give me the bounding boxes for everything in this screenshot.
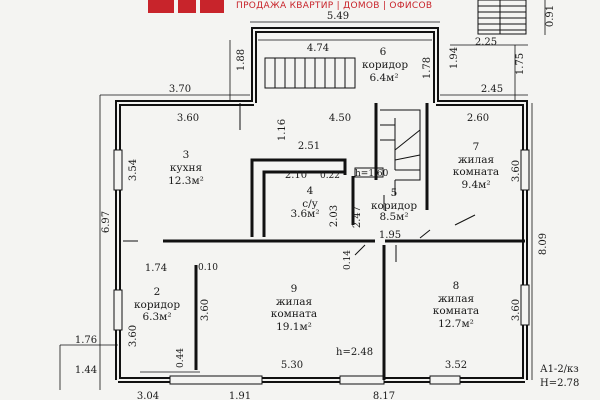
markers bbox=[354, 167, 385, 210]
dim-175: 1.75 bbox=[515, 53, 526, 75]
room-2-name: коридор bbox=[134, 299, 180, 311]
dim-225: 2.25 bbox=[475, 37, 497, 48]
stairs-exterior bbox=[477, 0, 527, 35]
dim-697: 6.97 bbox=[101, 211, 112, 233]
room-4-number: 4 bbox=[307, 185, 314, 197]
dimension-labels: 5.49 4.74 1.88 1.78 1.94 2.25 1.75 0.91 … bbox=[75, 5, 556, 400]
room-5-area: 8.5м² bbox=[379, 211, 408, 223]
dim-210: 2.10 bbox=[285, 170, 307, 181]
room-7-name-line2: комната bbox=[453, 166, 499, 178]
dim-014: 0.14 bbox=[343, 250, 353, 270]
dim-194: 1.94 bbox=[449, 47, 460, 69]
interior-walls bbox=[163, 103, 525, 380]
room-4-area: 3.6м² bbox=[290, 208, 319, 220]
windows bbox=[113, 149, 530, 385]
dim-474: 4.74 bbox=[307, 43, 329, 54]
room-5-name: коридор bbox=[371, 200, 417, 212]
room-3-name: кухня bbox=[170, 162, 203, 174]
dim-251: 2.51 bbox=[298, 141, 320, 152]
dim-360-r7: 3.60 bbox=[511, 160, 522, 182]
room-7-area: 9.4м² bbox=[461, 179, 490, 191]
ceiling-height: Н=2.78 bbox=[540, 378, 579, 389]
room-3-area: 12.3м² bbox=[168, 175, 204, 187]
dim-144: 1.44 bbox=[75, 365, 97, 376]
room-height: h=2.48 bbox=[336, 347, 373, 358]
dim-174: 1.74 bbox=[145, 263, 167, 274]
dim-354: 3.54 bbox=[128, 159, 139, 181]
dim-450: 4.50 bbox=[329, 113, 351, 124]
dim-360-c2: 3.60 bbox=[128, 325, 139, 347]
dim-010: 0.10 bbox=[198, 263, 218, 273]
room-9-name-line2: комната bbox=[271, 308, 317, 320]
dim-191: 1.91 bbox=[229, 391, 251, 400]
dim-304: 3.04 bbox=[137, 391, 159, 400]
room-3-number: 3 bbox=[183, 149, 190, 161]
room-8-name-line2: комната bbox=[433, 305, 479, 317]
dim-360-r9: 3.60 bbox=[200, 299, 211, 321]
dim-044: 0.44 bbox=[176, 348, 186, 368]
dim-260: 2.60 bbox=[467, 113, 489, 124]
stairs-spiral bbox=[380, 109, 421, 195]
dim-247: 2.47 bbox=[352, 206, 363, 228]
dim-203: 2.03 bbox=[329, 205, 340, 227]
room-4-name: с/у bbox=[302, 198, 318, 210]
dim-370: 3.70 bbox=[169, 84, 191, 95]
room-labels: 6 коридор 6.4м² 3 кухня 12.3м² 4 с/у 3.6… bbox=[134, 46, 499, 333]
room-2-number: 2 bbox=[154, 286, 161, 298]
room-7-name-line1: жилая bbox=[458, 154, 495, 166]
dim-022: 0.22 bbox=[320, 171, 340, 181]
dim-809: 8.09 bbox=[538, 233, 549, 255]
room-8-number: 8 bbox=[453, 280, 460, 292]
stair-height: h=1.60 bbox=[355, 169, 389, 179]
dim-091: 0.91 bbox=[545, 5, 556, 27]
dim-176: 1.76 bbox=[75, 335, 97, 346]
plan-code: А1-2/кз bbox=[540, 364, 579, 375]
room-6-area: 6.4м² bbox=[369, 72, 398, 84]
dim-116: 1.16 bbox=[277, 119, 288, 141]
dim-549: 5.49 bbox=[327, 11, 349, 22]
dim-360-r8: 3.60 bbox=[511, 299, 522, 321]
door-swings bbox=[123, 103, 476, 262]
dim-530: 5.30 bbox=[281, 360, 303, 371]
room-9-area: 19.1м² bbox=[276, 321, 312, 333]
room-8-area: 12.7м² bbox=[438, 318, 474, 330]
dim-195: 1.95 bbox=[379, 230, 401, 241]
dim-178: 1.78 bbox=[422, 57, 433, 79]
room-6-number: 6 bbox=[380, 46, 387, 58]
banner-logo bbox=[148, 0, 224, 13]
dimension-lines bbox=[59, 0, 546, 390]
room-7-number: 7 bbox=[473, 141, 480, 153]
room-8-name-line1: жилая bbox=[438, 293, 475, 305]
dim-352: 3.52 bbox=[445, 360, 467, 371]
dim-360: 3.60 bbox=[177, 113, 199, 124]
room-2-area: 6.3м² bbox=[142, 311, 171, 323]
room-5-number: 5 bbox=[391, 187, 398, 199]
dim-188: 1.88 bbox=[236, 49, 247, 71]
banner-text: ПРОДАЖА КВАРТИР | ДОМОВ | ОФИСОВ bbox=[236, 1, 432, 11]
room-6-name: коридор bbox=[362, 59, 408, 71]
stairs-upper bbox=[264, 57, 356, 89]
room-9-number: 9 bbox=[291, 283, 298, 295]
dim-817: 8.17 bbox=[373, 391, 395, 400]
dim-245: 2.45 bbox=[481, 84, 503, 95]
room-9-name-line1: жилая bbox=[276, 296, 313, 308]
